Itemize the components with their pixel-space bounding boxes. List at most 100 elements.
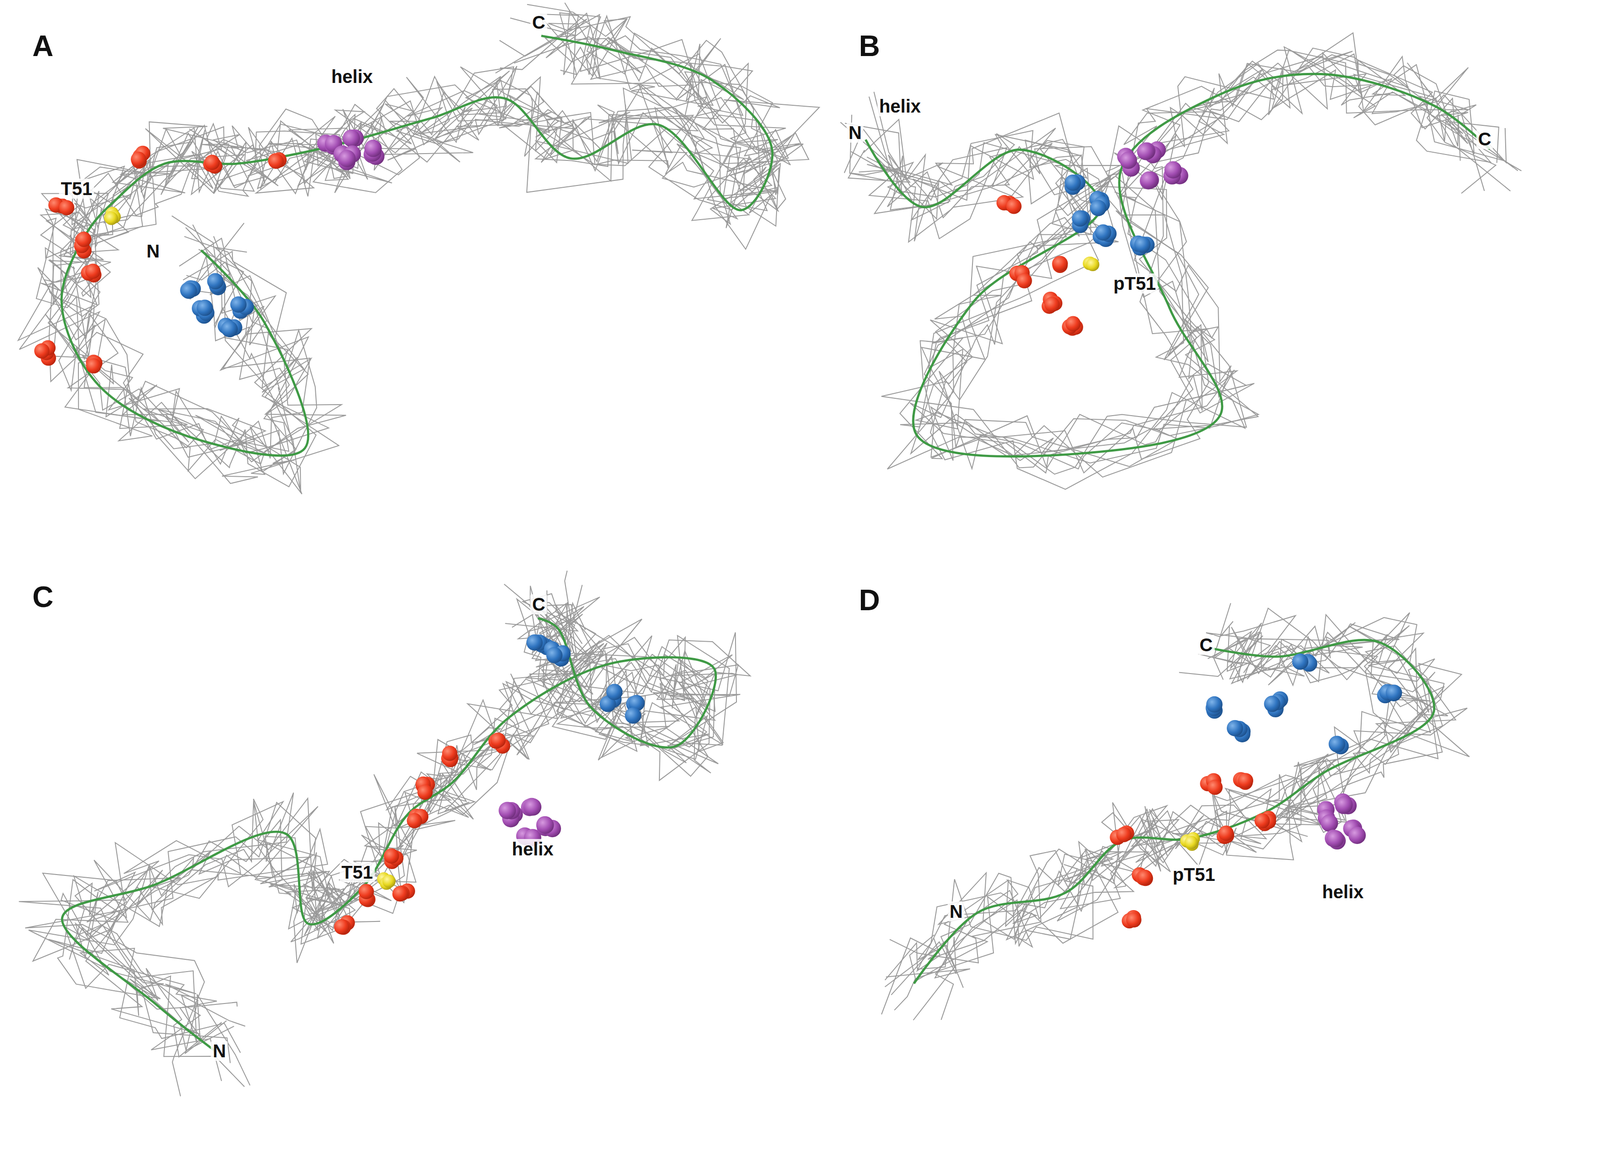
blue-sphere (180, 282, 198, 299)
blue-sphere (606, 683, 623, 700)
structure-label: N (947, 901, 965, 922)
backbone-trace (884, 635, 1448, 987)
backbone-trace (53, 18, 800, 484)
yellow-sphere (104, 211, 119, 226)
backbone-trace (881, 622, 1443, 1015)
backbone-trace (18, 17, 804, 479)
red-sphere (1016, 272, 1033, 289)
panel-letter: B (859, 31, 880, 61)
structure-label: helix (877, 96, 923, 117)
backbone-trace (19, 12, 784, 452)
panel-letter: C (32, 582, 54, 612)
blue-sphere (221, 320, 238, 338)
structure-label: C (1476, 128, 1494, 150)
backbone-trace (884, 622, 1439, 981)
structure-label: T51 (58, 178, 94, 199)
structure-label: pT51 (1170, 864, 1217, 885)
backbone-trace (913, 627, 1468, 1020)
purple-sphere (498, 801, 516, 819)
red-sphere (34, 343, 50, 359)
backbone-trace (25, 584, 751, 1097)
red-sphere (130, 151, 147, 168)
backbone-trace (37, 13, 793, 474)
blue-sphere (1385, 684, 1403, 701)
structure-label: C (530, 12, 548, 33)
backbone-trace (844, 48, 1518, 469)
representative-trace (865, 73, 1491, 457)
blue-sphere (1206, 696, 1223, 713)
backbone-trace (885, 614, 1445, 978)
backbone-trace (48, 585, 737, 1087)
red-sphere (442, 745, 458, 762)
red-sphere (417, 784, 433, 800)
blue-sphere (1328, 735, 1346, 752)
purple-sphere (342, 129, 361, 147)
backbone-trace (45, 14, 778, 487)
red-sphere (1254, 812, 1271, 829)
panel-letter: D (859, 585, 880, 615)
structure-label: N (210, 1040, 228, 1061)
purple-sphere (524, 798, 542, 816)
red-sphere (1065, 316, 1081, 332)
red-sphere (1237, 772, 1254, 789)
backbone-trace (851, 54, 1497, 467)
ensemble-panel (840, 32, 1522, 489)
blue-sphere (1328, 735, 1346, 753)
backbone-trace (40, 14, 788, 462)
structure-label: N (144, 241, 162, 262)
blue-sphere (624, 707, 642, 724)
red-sphere (1052, 256, 1069, 272)
blue-sphere (1071, 210, 1089, 227)
structure-label: helix (1320, 881, 1366, 902)
blue-sphere (546, 647, 563, 664)
yellow-sphere (1085, 257, 1100, 272)
residue-spheres (334, 634, 645, 935)
red-sphere (1207, 779, 1223, 796)
blue-sphere (230, 296, 247, 313)
ensemble-panel (18, 570, 751, 1096)
purple-sphere (1320, 814, 1338, 832)
red-sphere (1218, 825, 1235, 842)
residue-spheres (996, 141, 1189, 336)
purple-sphere (1136, 142, 1155, 160)
backbone-trace (49, 19, 791, 494)
red-sphere (1006, 198, 1022, 215)
blue-sphere (1226, 720, 1244, 737)
backbone-trace (32, 598, 724, 1051)
backbone-trace (844, 70, 1507, 468)
structure-label: pT51 (1111, 273, 1158, 294)
purple-sphere (1164, 161, 1182, 179)
red-sphere (76, 231, 92, 247)
backbone-trace (40, 4, 781, 471)
ensemble-panel (18, 2, 820, 494)
blue-sphere (207, 272, 224, 290)
backbone-trace (866, 65, 1491, 475)
purple-sphere (536, 816, 554, 834)
residue-spheres (34, 129, 385, 374)
purple-sphere (1140, 171, 1158, 189)
blue-sphere (1291, 653, 1309, 670)
panel-letter: A (32, 31, 54, 61)
purple-sphere (364, 139, 382, 158)
ensemble-panel (881, 603, 1470, 1021)
red-sphere (268, 153, 284, 170)
purple-sphere (338, 149, 356, 168)
yellow-sphere (1184, 835, 1198, 849)
residue-spheres (1109, 653, 1402, 929)
red-sphere (490, 732, 506, 748)
backbone-trace (889, 617, 1443, 963)
red-sphere (358, 884, 375, 900)
red-sphere (1044, 296, 1060, 313)
backbone-trace (935, 612, 1431, 1020)
blue-sphere (526, 634, 543, 651)
structure-label: C (530, 594, 548, 615)
blue-sphere (1264, 695, 1281, 713)
red-sphere (86, 358, 102, 374)
backbone-trace (917, 603, 1435, 988)
backbone-trace (57, 606, 741, 1086)
red-sphere (392, 885, 409, 902)
purple-sphere (1119, 151, 1137, 170)
backbone-trace (859, 53, 1499, 473)
